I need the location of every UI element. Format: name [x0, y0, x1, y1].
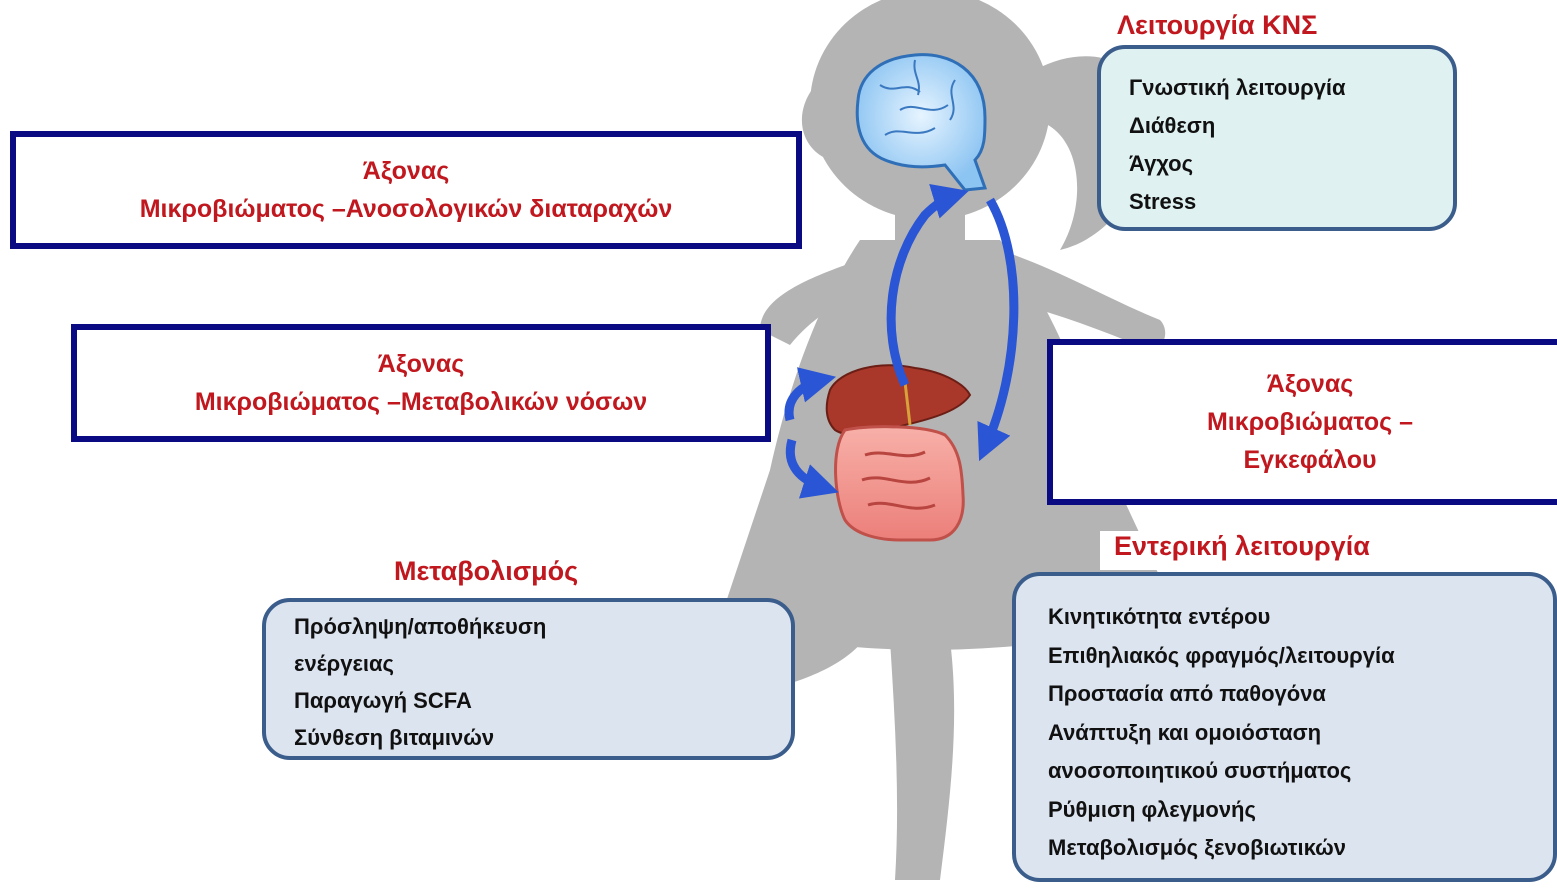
axis-brain-box: Άξονας Μικροβιώματος – Εγκεφάλου: [1047, 339, 1557, 505]
gut-heading: Εντερική λειτουργία: [1100, 531, 1384, 570]
gut-item: Ρύθμιση φλεγμονής: [1048, 791, 1553, 830]
axis-metabolic-line1: Άξονας: [77, 345, 765, 383]
axis-brain-line2: Μικροβιώματος –: [1053, 403, 1557, 441]
metabolism-item: Σύνθεση βιταμινών: [294, 719, 791, 756]
axis-immune-line1: Άξονας: [16, 152, 796, 190]
intestine-icon: [836, 427, 964, 540]
axis-brain-line1: Άξονας: [1053, 365, 1557, 403]
cns-heading: Λειτουργία ΚΝΣ: [1107, 10, 1327, 41]
metabolism-item: Πρόσληψη/αποθήκευση: [294, 608, 791, 645]
gut-item: Μεταβολισμός ξενοβιωτικών: [1048, 829, 1553, 868]
metabolism-item: Παραγωγή SCFA: [294, 682, 791, 719]
metabolism-box: Πρόσληψη/αποθήκευση ενέργειας Παραγωγή S…: [262, 598, 795, 760]
gut-item: Κινητικότητα εντέρου: [1048, 598, 1553, 637]
cns-item: Άγχος: [1129, 145, 1453, 183]
metabolism-heading: Μεταβολισμός: [380, 556, 592, 593]
axis-immune-box: Άξονας Μικροβιώματος –Ανοσολογικών διατα…: [10, 131, 802, 249]
axis-immune-line2: Μικροβιώματος –Ανοσολογικών διαταραχών: [16, 190, 796, 228]
gut-item: ανοσοποιητικού συστήματος: [1048, 752, 1553, 791]
axis-brain-line3: Εγκεφάλου: [1053, 441, 1557, 479]
axis-metabolic-box: Άξονας Μικροβιώματος –Μεταβολικών νόσων: [71, 324, 771, 442]
gut-item: Ανάπτυξη και ομοιόσταση: [1048, 714, 1553, 753]
gut-item: Επιθηλιακός φραγμός/λειτουργία: [1048, 637, 1553, 676]
cns-item: Stress: [1129, 183, 1453, 221]
gut-item: Προστασία από παθογόνα: [1048, 675, 1553, 714]
gut-box: Κινητικότητα εντέρου Επιθηλιακός φραγμός…: [1012, 572, 1557, 882]
cns-item: Διάθεση: [1129, 107, 1453, 145]
cns-box: Γνωστική λειτουργία Διάθεση Άγχος Stress: [1097, 45, 1457, 231]
metabolism-item: ενέργειας: [294, 645, 791, 682]
axis-metabolic-line2: Μικροβιώματος –Μεταβολικών νόσων: [77, 383, 765, 421]
cns-item: Γνωστική λειτουργία: [1129, 69, 1453, 107]
